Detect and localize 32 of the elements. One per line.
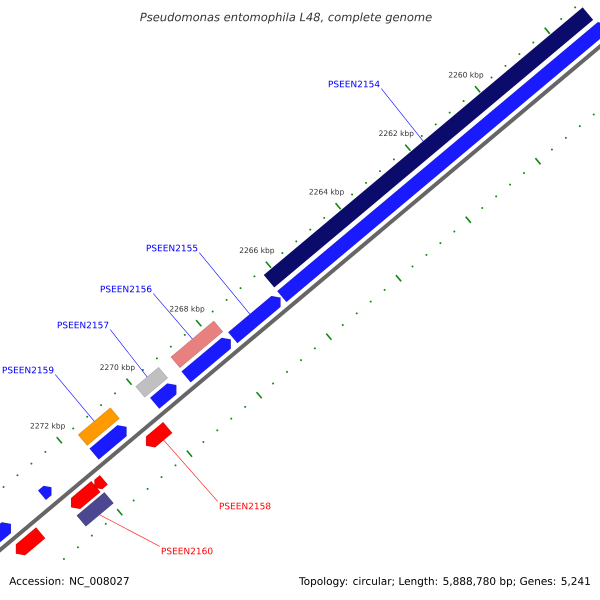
- gene-bar: [71, 481, 100, 509]
- gene-label: PSEEN2159: [2, 366, 54, 374]
- gene-bar: [228, 296, 281, 344]
- gene-bar: [150, 383, 176, 409]
- leader-line: [380, 88, 424, 142]
- title: Pseudomonas entomophila L48, complete genome: [140, 12, 432, 24]
- gene-bar: [90, 425, 127, 460]
- leader-line: [152, 293, 193, 340]
- gene-bar: [16, 527, 46, 556]
- leader-line: [110, 329, 148, 378]
- gene-bar: [135, 367, 168, 398]
- gene-label: PSEEN2156: [100, 286, 152, 292]
- gene-label: PSEEN2155: [146, 244, 198, 252]
- gene-bar: [170, 320, 223, 368]
- summary-text: Topology: circular; Length: 5,888,780 bp; Genes: 5,241: [299, 576, 590, 588]
- gene-label: PSEEN2157: [58, 322, 108, 328]
- gene-bar: [277, 22, 600, 302]
- gene-bar: [78, 408, 120, 446]
- gene-bar: [181, 338, 231, 382]
- gene-label: PSEEN2154: [328, 80, 380, 88]
- gene-bar: [38, 486, 52, 500]
- gene-bar: [0, 522, 11, 542]
- leader-line: [163, 440, 218, 502]
- gene-label: PSEEN2158: [220, 502, 270, 510]
- gene-bar: [146, 422, 172, 448]
- leader-line: [99, 514, 160, 547]
- gene-bar: [94, 475, 108, 490]
- gene-label: PSEEN2160: [162, 548, 212, 554]
- gene-bar: [76, 492, 114, 526]
- leader-line: [198, 252, 250, 314]
- leader-line: [54, 374, 95, 422]
- accession-text: Accession: NC_008027: [9, 576, 129, 588]
